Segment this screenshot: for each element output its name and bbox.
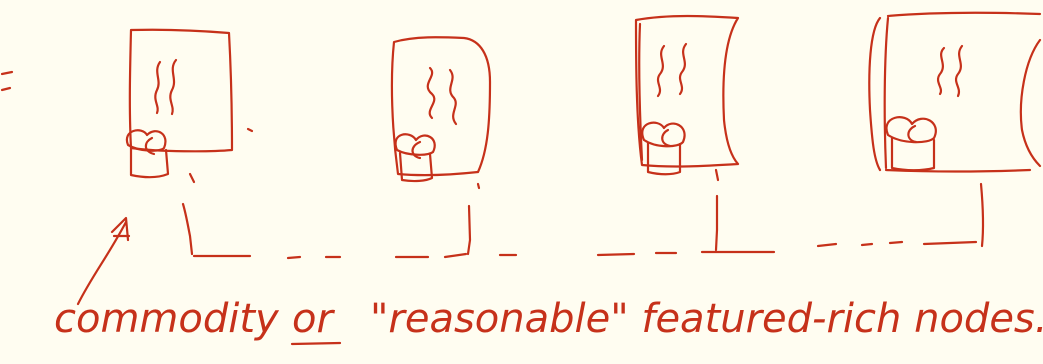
small-mark xyxy=(190,174,194,182)
heat-squiggle-icon xyxy=(155,60,176,114)
left-edge-marks xyxy=(2,72,12,90)
small-mark xyxy=(478,184,479,188)
connector-riser-4 xyxy=(981,184,983,246)
heat-squiggle-icon xyxy=(938,46,962,96)
connector-riser-2 xyxy=(468,206,470,254)
node-4-box-inner-edge xyxy=(885,18,888,168)
caption-commodity: commodity xyxy=(54,296,280,342)
chef-hat-icon xyxy=(127,130,168,177)
connector-riser-3 xyxy=(716,196,717,250)
node-4-box-left-edge xyxy=(869,18,880,170)
node-1 xyxy=(127,30,252,182)
caption-or-underline xyxy=(292,343,340,344)
node-4 xyxy=(869,13,1040,172)
heat-squiggle-icon xyxy=(428,68,456,124)
connector-riser-1 xyxy=(183,204,192,254)
node-3 xyxy=(636,16,738,180)
small-mark xyxy=(716,170,718,180)
chef-hat-icon xyxy=(886,117,935,170)
caption-or: or xyxy=(292,296,335,342)
heat-squiggle-icon xyxy=(658,44,686,96)
caption-rest: "reasonable" featured-rich nodes. xyxy=(370,296,1043,342)
arrow-to-nodes xyxy=(78,218,129,304)
caption: commodity or "reasonable" featured-rich … xyxy=(54,296,1043,344)
node-4-box xyxy=(886,13,1040,172)
dashed-connector xyxy=(183,184,983,258)
node-2 xyxy=(392,37,490,188)
tick-mark xyxy=(248,129,252,131)
